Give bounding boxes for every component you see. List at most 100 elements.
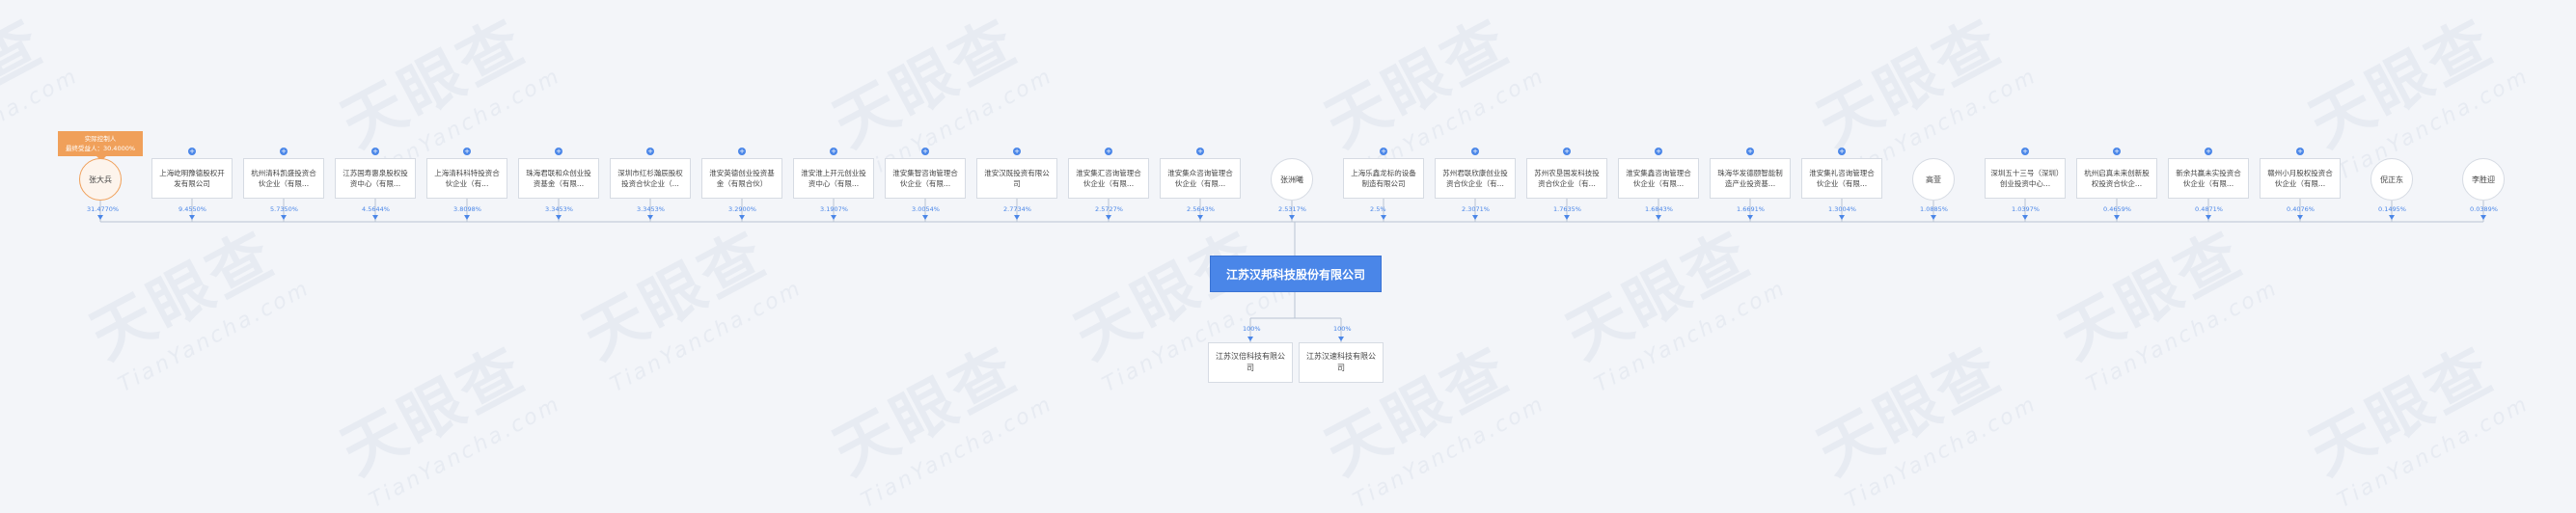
- expand-icon[interactable]: +: [463, 148, 471, 155]
- arrow-down-icon: [2480, 215, 2486, 220]
- watermark-subtext: TianYancha.com: [1841, 392, 2042, 513]
- shareholder-name[interactable]: 淮安集礼咨询管理合伙企业（有限...: [1801, 158, 1882, 199]
- share-percentage: 1.0885%: [1920, 205, 1948, 213]
- expand-icon[interactable]: +: [1746, 148, 1754, 155]
- share-percentage: 0.4659%: [2103, 205, 2131, 213]
- expand-icon[interactable]: +: [2113, 148, 2121, 155]
- shareholder-name[interactable]: 淮安英德创业投资基金（有限合伙）: [701, 158, 782, 199]
- arrow-down-icon: [556, 215, 562, 220]
- expand-icon[interactable]: +: [2296, 148, 2304, 155]
- expand-icon[interactable]: +: [2205, 148, 2212, 155]
- share-percentage: 9.4550%: [178, 205, 206, 213]
- shareholder-name[interactable]: 张大兵: [79, 158, 122, 201]
- arrow-down-icon: [831, 215, 836, 220]
- subsidiary-name[interactable]: 江苏汉倍科技有限公司: [1208, 342, 1293, 383]
- shareholder-name[interactable]: 杭州清科凯盛投资合伙企业（有限...: [243, 158, 324, 199]
- arrow-down-icon: [1014, 215, 1020, 220]
- expand-icon[interactable]: +: [921, 148, 929, 155]
- expand-icon[interactable]: +: [1196, 148, 1204, 155]
- expand-icon[interactable]: +: [280, 148, 288, 155]
- shareholder-name[interactable]: 苏州农垦国发科技投资合伙企业（有...: [1526, 158, 1607, 199]
- expand-icon[interactable]: +: [555, 148, 562, 155]
- shareholder-name[interactable]: 倪正东: [2370, 158, 2413, 201]
- share-percentage: 2.5317%: [1278, 205, 1306, 213]
- share-percentage: 3.3453%: [545, 205, 573, 213]
- expand-icon[interactable]: +: [188, 148, 196, 155]
- shareholder-name[interactable]: 深圳五十三号（深圳）创业投资中心...: [1985, 158, 2066, 199]
- shareholder-name[interactable]: 上海屹明豫德股权开发有限公司: [151, 158, 233, 199]
- expand-icon[interactable]: +: [1013, 148, 1021, 155]
- share-percentage: 3.2900%: [728, 205, 756, 213]
- expand-icon[interactable]: +: [1105, 148, 1112, 155]
- shareholder-name[interactable]: 赣州小月股权投资合伙企业（有限...: [2260, 158, 2341, 199]
- arrow-down-icon: [97, 215, 103, 220]
- arrow-down-icon: [464, 215, 470, 220]
- shareholder-name[interactable]: 淮安集鑫咨询管理合伙企业（有限...: [1618, 158, 1699, 199]
- share-percentage: 0.4076%: [2287, 205, 2315, 213]
- arrow-down-icon: [1656, 215, 1661, 220]
- controller-badge-line1: 实际控制人: [84, 135, 117, 143]
- arrow-down-icon: [2114, 215, 2120, 220]
- arrow-down-icon: [372, 215, 378, 220]
- expand-icon[interactable]: +: [1380, 148, 1387, 155]
- shareholder-name[interactable]: 淮安汉既投资有限公司: [976, 158, 1057, 199]
- main-company-node[interactable]: 江苏汉邦科技股份有限公司: [1210, 256, 1382, 292]
- arrow-down-icon: [1106, 215, 1111, 220]
- subsidiary-name[interactable]: 江苏汉速科技有限公司: [1299, 342, 1384, 383]
- controller-badge: 实际控制人 最终受益人：30.4000%: [58, 131, 143, 161]
- expand-icon[interactable]: +: [1563, 148, 1571, 155]
- share-percentage: 1.7635%: [1553, 205, 1581, 213]
- shareholder-name[interactable]: 深圳市红杉瀚辰股权投资合伙企业（...: [610, 158, 691, 199]
- expand-icon[interactable]: +: [371, 148, 379, 155]
- share-percentage: 0.4871%: [2195, 205, 2223, 213]
- expand-icon[interactable]: +: [1471, 148, 1479, 155]
- arrow-down-icon: [1247, 337, 1253, 341]
- share-percentage: 1.6843%: [1645, 205, 1673, 213]
- arrow-down-icon: [922, 215, 928, 220]
- shareholder-name[interactable]: 张洲曦: [1271, 158, 1313, 201]
- arrow-down-icon: [647, 215, 653, 220]
- share-percentage: 5.7350%: [270, 205, 298, 213]
- watermark-subtext: TianYancha.com: [2333, 392, 2534, 513]
- subsidiary-percentage: 100%: [1333, 325, 1352, 333]
- expand-icon[interactable]: +: [1655, 148, 1662, 155]
- shareholder-name[interactable]: 上海清科科特投资合伙企业（有...: [426, 158, 507, 199]
- expand-icon[interactable]: +: [2021, 148, 2029, 155]
- shareholder-name[interactable]: 高萱: [1912, 158, 1955, 201]
- shareholder-name[interactable]: 珠海华发德颐智能制造产业投资基...: [1710, 158, 1791, 199]
- share-percentage: 1.3004%: [1828, 205, 1856, 213]
- share-percentage: 31.4770%: [87, 205, 120, 213]
- share-percentage: 2.5%: [1370, 205, 1386, 213]
- watermark-subtext: TianYancha.com: [365, 392, 565, 513]
- arrow-down-icon: [1197, 215, 1203, 220]
- share-percentage: 1.0397%: [2012, 205, 2040, 213]
- arrow-down-icon: [1472, 215, 1478, 220]
- share-percentage: 2.7734%: [1003, 205, 1031, 213]
- shareholder-name[interactable]: 江苏国寿惠泉股权投资中心（有限...: [335, 158, 416, 199]
- shareholder-name[interactable]: 珠海君联和众创业投资基金（有限...: [518, 158, 599, 199]
- shareholder-name[interactable]: 新余共赢未实投资合伙企业（有限...: [2168, 158, 2249, 199]
- share-percentage: 3.1907%: [820, 205, 848, 213]
- shareholder-name[interactable]: 上海乐鑫龙标的设备制造有限公司: [1343, 158, 1424, 199]
- shareholder-name[interactable]: 淮安集汇咨询管理合伙企业（有限...: [1068, 158, 1149, 199]
- shareholder-name[interactable]: 淮安集众咨询管理合伙企业（有限...: [1160, 158, 1241, 199]
- share-percentage: 2.5643%: [1187, 205, 1215, 213]
- expand-icon[interactable]: +: [1838, 148, 1846, 155]
- shareholder-name[interactable]: 淮安淮上开元创业投资中心（有限...: [793, 158, 874, 199]
- shareholder-name[interactable]: 杭州启真未来创新股权投资合伙企...: [2076, 158, 2157, 199]
- watermark-subtext: TianYancha.com: [857, 392, 1057, 513]
- shareholder-name[interactable]: 李胜迎: [2462, 158, 2505, 201]
- arrow-down-icon: [1931, 215, 1936, 220]
- shareholder-name[interactable]: 淮安集智咨询管理合伙企业（有限...: [885, 158, 966, 199]
- shareholder-name[interactable]: 苏州君联欣康创业投资合伙企业（有...: [1435, 158, 1516, 199]
- arrow-down-icon: [739, 215, 745, 220]
- share-percentage: 4.5644%: [362, 205, 390, 213]
- expand-icon[interactable]: +: [646, 148, 654, 155]
- expand-icon[interactable]: +: [830, 148, 837, 155]
- arrow-down-icon: [281, 215, 287, 220]
- expand-icon[interactable]: +: [738, 148, 746, 155]
- arrow-down-icon: [1338, 337, 1344, 341]
- share-percentage: 1.6691%: [1737, 205, 1765, 213]
- share-percentage: 0.1495%: [2378, 205, 2406, 213]
- arrow-down-icon: [1381, 215, 1386, 220]
